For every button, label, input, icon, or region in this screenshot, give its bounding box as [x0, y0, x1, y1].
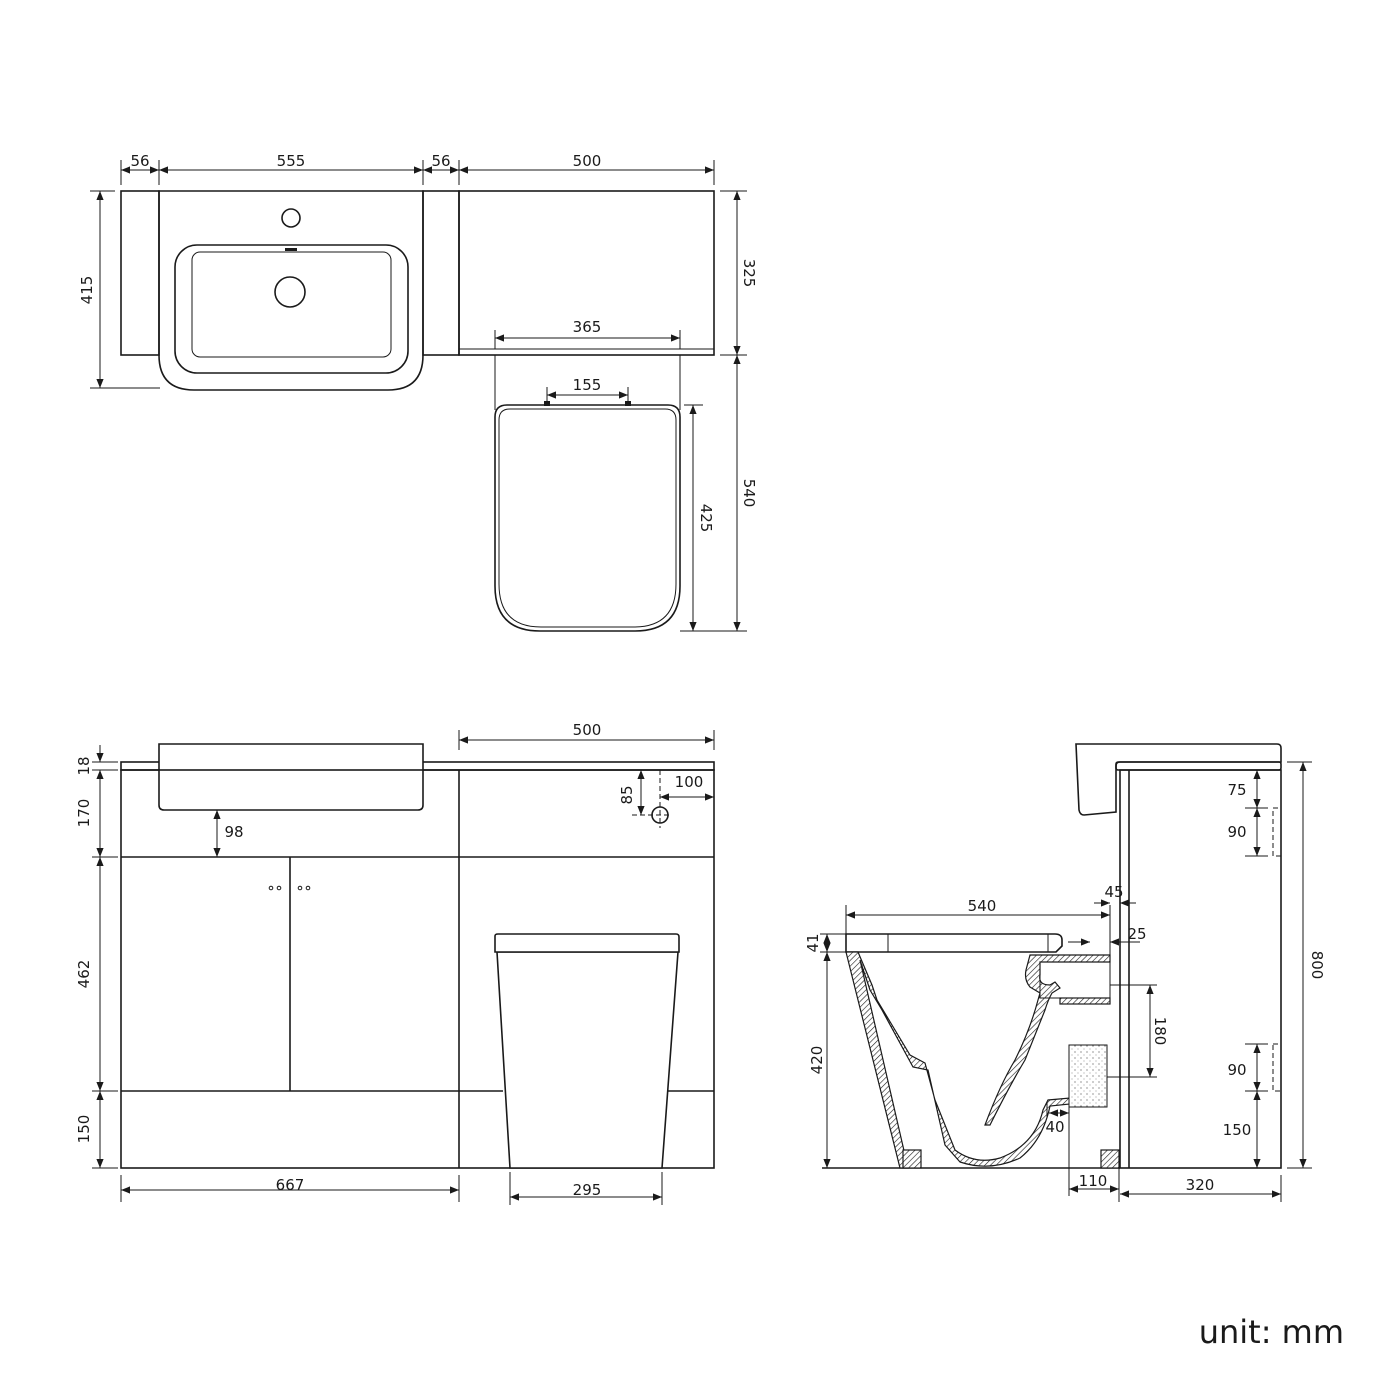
dim-outlet-depth: 110	[1079, 1172, 1108, 1190]
dim-left-panel: 56	[130, 152, 149, 170]
basin-outline	[158, 190, 424, 391]
dim-cabinet-side-depth: 320	[1186, 1176, 1215, 1194]
dim-vanity-width: 667	[276, 1176, 305, 1194]
basin-front	[158, 743, 424, 811]
dim-top-offset: 75	[1227, 781, 1246, 799]
dim-seat-length: 425	[697, 504, 715, 533]
dim-lower-cutout: 90	[1227, 1061, 1246, 1079]
unit-label: unit: mm	[1199, 1313, 1344, 1351]
door-handles	[268, 885, 311, 891]
dim-mid-panel: 56	[431, 152, 450, 170]
dim-outlet-step: 40	[1045, 1118, 1064, 1136]
basin-bowl-outer	[174, 244, 409, 374]
dim-total-height: 800	[1308, 951, 1326, 980]
side-view: 800 75 90 90 150 540 45 25 41 420 180 40…	[804, 743, 1326, 1202]
dim-upper-cutout: 90	[1227, 823, 1246, 841]
toilet-seat-side	[845, 933, 1063, 953]
dim-pipe-offset: 100	[675, 773, 704, 791]
toilet-seat-top	[494, 404, 681, 632]
dim-seat-gap: 25	[1127, 925, 1146, 943]
dim-toilet-projection: 540	[740, 479, 758, 508]
dim-cabinet-width: 500	[573, 152, 602, 170]
dim-cabinet-depth: 325	[740, 259, 758, 288]
top-view: 56 555 56 500 415 325 540 365 155 425	[78, 152, 758, 632]
dim-basin-drop: 98	[224, 823, 243, 841]
dim-wc-cabinet-width: 500	[573, 721, 602, 739]
dim-seat-thickness: 41	[804, 933, 822, 952]
toilet-seat-front	[494, 933, 680, 953]
upper-cutout	[1272, 807, 1282, 857]
basin-side	[1075, 743, 1282, 816]
dim-toilet-height: 420	[808, 1046, 826, 1075]
dim-top-rail: 170	[75, 799, 93, 828]
outlet-connector	[1068, 1044, 1108, 1108]
tap-hole-icon	[281, 208, 301, 228]
dim-bottom-offset: 150	[1223, 1121, 1252, 1139]
overflow-slot	[285, 248, 297, 251]
dim-outlet-height: 180	[1151, 1017, 1169, 1046]
dim-toilet-base: 295	[573, 1181, 602, 1199]
lower-cutout	[1272, 1043, 1282, 1092]
dim-doors: 462	[75, 960, 93, 989]
inlet-channel	[1039, 961, 1111, 999]
toilet-body-front	[496, 951, 679, 1169]
mid-panel	[422, 190, 460, 356]
front-view: 18 170 462 150 500 98 85 100 667 295	[75, 721, 715, 1205]
dim-seat-width: 365	[573, 318, 602, 336]
wc-cabinet-top	[458, 190, 715, 356]
dim-pipe-height: 85	[618, 785, 636, 804]
left-end-panel	[120, 190, 160, 356]
dim-plinth: 150	[75, 1115, 93, 1144]
dim-toilet-length: 540	[968, 897, 997, 915]
cabinet-side	[1119, 769, 1282, 1169]
worktop-side	[1115, 761, 1282, 771]
dim-worktop: 18	[75, 756, 93, 775]
dim-total-depth: 415	[78, 276, 96, 305]
cabinet-front	[120, 769, 715, 1169]
dim-hinge-spacing: 155	[573, 376, 602, 394]
toilet-trap-wall	[984, 954, 1111, 1126]
drain-icon	[274, 276, 306, 308]
dim-basin-width: 555	[277, 152, 306, 170]
basin-bowl-inner	[191, 251, 392, 358]
dim-gap-top: 45	[1104, 883, 1123, 901]
